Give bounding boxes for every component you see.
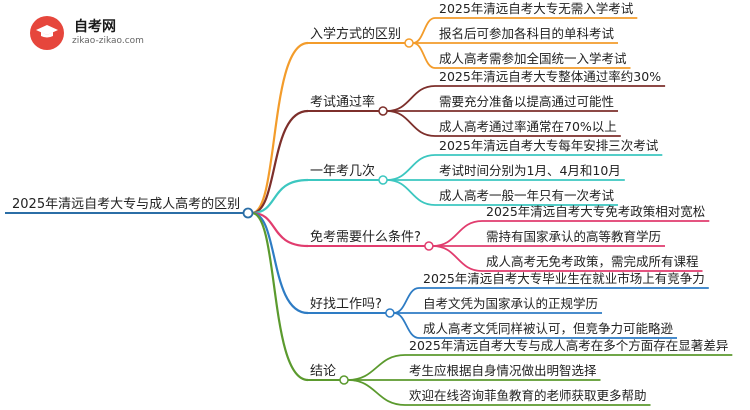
leaf-label-5-1: 2025年清远自考大专毕业生在就业市场上有竞争力 (423, 271, 705, 286)
leaf-label-1-1: 2025年清远自考大专无需入学考试 (439, 1, 634, 16)
branch-connector-6 (251, 211, 309, 382)
leaf-connector-5-3 (393, 312, 420, 339)
leaf-connector-1-3 (412, 42, 436, 69)
leaf-connector-5-1 (393, 287, 420, 314)
branch-connector-3 (251, 178, 309, 215)
logo-badge-icon (30, 16, 64, 50)
leaf-label-6-1: 2025年清远自考大专与成人高考在多个方面存在显著差异 (409, 338, 728, 353)
leaf-connector-6-3 (348, 379, 406, 406)
leaf-label-4-3: 成人高考无免考政策，需完成所有课程 (486, 254, 699, 269)
leaf-connector-3-3 (386, 179, 436, 206)
mindmap-edges (5, 17, 733, 406)
leaf-label-3-3: 成人高考一般一年只有一次考试 (439, 188, 615, 203)
branch-node-2 (378, 106, 388, 116)
branch-node-6 (339, 375, 349, 385)
leaf-connector-6-1 (348, 354, 406, 381)
leaf-label-5-3: 成人高考文凭同样被认可，但竞争力可能略逊 (423, 321, 673, 336)
branch-node-3 (378, 175, 388, 185)
leaf-label-6-3: 欢迎在线咨询菲鱼教育的老师获取更多帮助 (409, 388, 647, 403)
graduation-cap-icon (36, 25, 58, 38)
branch-connector-2 (251, 109, 309, 215)
leaf-connector-4-3 (432, 245, 483, 272)
branch-node-1 (404, 38, 414, 48)
mindmap-nodes: 2025年清远自考大专与成人高考的区别 入学方式的区别 2025年清远自考大专无需入… (12, 1, 728, 403)
logo: 自考网 zikao-zikao.com (30, 16, 144, 52)
leaf-label-2-3: 成人高考通过率通常在70%以上 (439, 119, 617, 134)
leaf-label-2-2: 需要充分准备以提高通过可能性 (439, 94, 614, 109)
root-label: 2025年清远自考大专与成人高考的区别 (12, 196, 240, 212)
logo-name: 自考网 (74, 19, 116, 35)
leaf-label-2-1: 2025年清远自考大专整体通过率约30% (439, 69, 661, 84)
root-node (242, 207, 254, 219)
leaf-label-1-2: 报名后可参加各科目的单科考试 (439, 26, 615, 41)
branch-node-5 (385, 308, 395, 318)
branch-label-1: 入学方式的区别 (310, 26, 401, 42)
logo-url: zikao-zikao.com (72, 36, 144, 46)
leaf-label-6-2: 考生应根据自身情况做出明智选择 (409, 363, 597, 378)
leaf-connector-3-1 (386, 154, 436, 181)
branch-node-4 (424, 241, 434, 251)
branch-label-2: 考试通过率 (310, 94, 375, 110)
branch-connector-1 (251, 41, 309, 215)
leaf-label-5-2: 自考文凭为国家承认的正规学历 (423, 296, 598, 311)
branch-label-5: 好找工作吗? (310, 297, 382, 312)
branch-connector-5 (251, 211, 309, 315)
leaf-label-4-2: 需持有国家承认的高等教育学历 (486, 229, 661, 244)
leaf-connector-2-3 (386, 110, 436, 137)
branch-label-6: 结论 (310, 364, 336, 379)
leaf-connector-1-1 (412, 17, 436, 44)
branch-label-3: 一年考几次 (310, 163, 375, 179)
leaf-label-4-1: 2025年清远自考大专免考政策相对宽松 (486, 204, 705, 219)
leaf-label-3-2: 考试时间分别为1月、4月和10月 (439, 163, 621, 178)
branch-label-4: 免考需要什么条件? (310, 229, 421, 245)
leaf-label-3-1: 2025年清远自考大专每年安排三次考试 (439, 138, 659, 153)
leaf-connector-2-1 (386, 85, 436, 112)
leaf-label-1-3: 成人高考需参加全国统一入学考试 (439, 51, 627, 66)
branch-connector-4 (251, 211, 309, 248)
leaf-connector-4-1 (432, 220, 483, 247)
